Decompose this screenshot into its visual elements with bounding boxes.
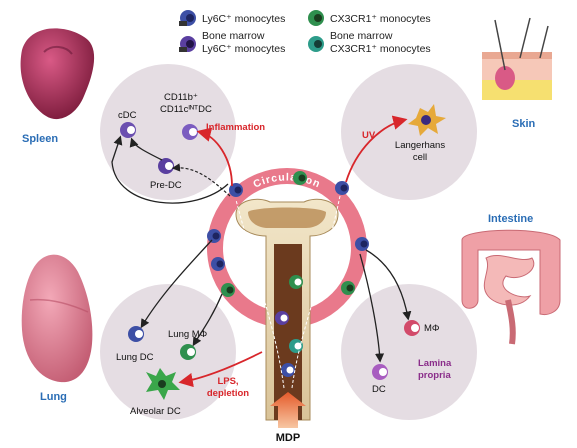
uv-arrow [345, 115, 408, 183]
skin-label: Skin [512, 118, 536, 130]
lung-panel [100, 284, 236, 420]
lamina-label-1: Lamina [418, 358, 452, 369]
cd11b-label-2: CD11cᴵᴺᵀDC [160, 104, 212, 115]
lung-cells [128, 326, 196, 400]
blood-to-lungdc-arrow [140, 239, 213, 329]
skin-organ [482, 17, 552, 100]
cdc-label: cDC [118, 110, 137, 121]
legend-bm-ly6c-2: Ly6C⁺ monocytes [202, 43, 285, 55]
blood-to-lungmphi-arrow [192, 293, 223, 347]
lung-organ [21, 254, 93, 383]
langerhans-label-1: Langerhans [395, 140, 445, 151]
mdp-label: MDP [276, 432, 300, 444]
ring-monocytes [207, 171, 369, 297]
cx3cr1-monocyte-icon [308, 10, 324, 26]
mdp-arrow [270, 392, 306, 428]
inflammation-label: Inflammation [206, 122, 265, 133]
lps-label-2: depletion [207, 388, 249, 399]
alveolar-label: Alveolar DC [130, 406, 181, 417]
bm-cx3cr1-monocyte-icon [308, 36, 324, 52]
cd11b-label-1: CD11b⁺ [164, 92, 198, 103]
lps-arrow [178, 351, 263, 388]
blood-to-mphi-arrow [365, 249, 412, 321]
intestine-organ [461, 229, 561, 345]
legend-bm-cx3cr1-2: CX3CR1⁺ monocytes [330, 43, 431, 55]
skin-panel [341, 64, 477, 200]
langerhans-cell [408, 104, 446, 136]
lung-label: Lung [40, 391, 67, 403]
gut-cells [372, 320, 420, 380]
legend-ly6c: Ly6C⁺ monocytes [202, 13, 285, 25]
bone-path-right [291, 195, 341, 389]
lungdc-label: Lung DC [116, 352, 154, 363]
intestine-label: Intestine [488, 213, 533, 225]
spleen-cells [120, 122, 198, 174]
blood-to-gutdc-arrow [359, 253, 385, 363]
legend-cx3cr1: CX3CR1⁺ monocytes [330, 13, 431, 25]
bm-to-predc-arrow [171, 163, 231, 197]
gut-dc-label: DC [372, 384, 386, 395]
bm-ly6c-monocyte-icon [179, 36, 196, 52]
spleen-organ [20, 28, 95, 120]
gut-panel [341, 284, 477, 420]
blood-to-cdc-arrow [111, 135, 229, 204]
legend: Ly6C⁺ monocytes CX3CR1⁺ monocytes Bone m… [179, 10, 431, 55]
spleen-label: Spleen [22, 133, 58, 145]
spleen-panel [100, 64, 236, 200]
legend-bm-cx3cr1-1: Bone marrow [330, 30, 393, 42]
uv-label: UV [362, 130, 376, 141]
ly6c-monocyte-icon [179, 10, 196, 26]
predc-to-cdc-arrow [129, 137, 163, 161]
predc-label: Pre-DC [150, 180, 182, 191]
legend-bm-ly6c-1: Bone marrow [202, 30, 265, 42]
lps-label-1: LPS, [217, 376, 238, 387]
inflammation-arrow [196, 127, 233, 187]
lamina-label-2: propria [418, 370, 451, 381]
bone [235, 198, 339, 421]
langerhans-label-2: cell [413, 152, 427, 163]
gut-mphi-label: MΦ [424, 323, 440, 334]
bone-cells [275, 275, 303, 377]
bone-path-left [235, 199, 285, 389]
lungmphi-label: Lung MΦ [168, 329, 208, 340]
